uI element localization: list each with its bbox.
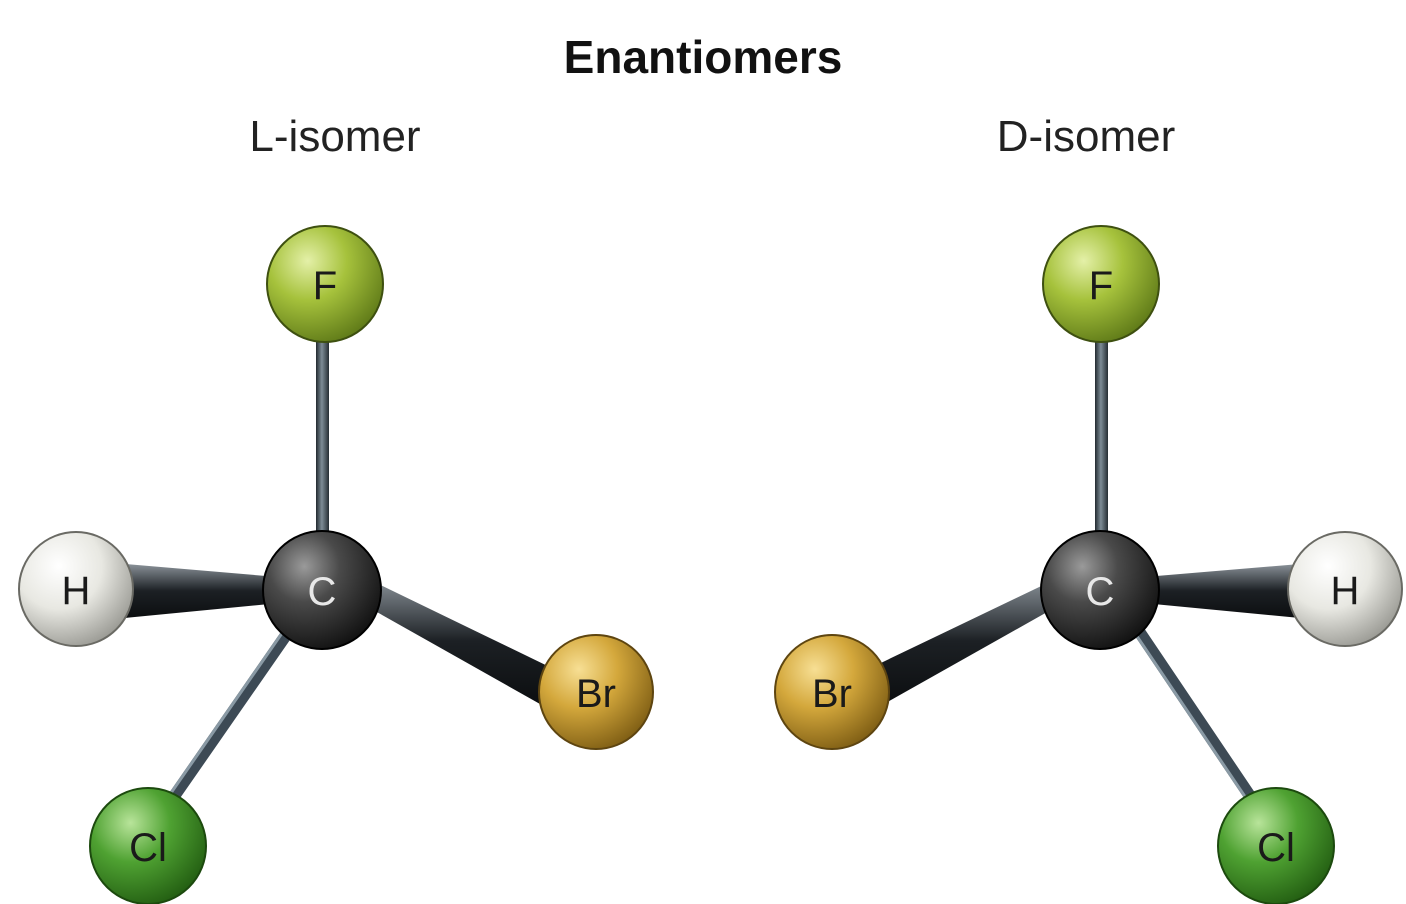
d-bond-c-f xyxy=(1095,330,1108,562)
l-isomer-molecule: F H Br Cl C xyxy=(18,225,654,904)
d-bond-c-cl xyxy=(1122,609,1262,811)
l-atom-hydrogen: H xyxy=(18,531,134,647)
svg-text:Br: Br xyxy=(576,672,616,716)
d-atom-bromine: Br xyxy=(774,634,890,750)
d-isomer-molecule: F H Br Cl C xyxy=(774,225,1403,904)
diagram-title: Enantiomers xyxy=(563,31,843,83)
l-atom-fluorine: F xyxy=(266,225,384,343)
d-isomer-label: D-isomer xyxy=(996,112,1176,161)
svg-text:Cl: Cl xyxy=(129,826,167,870)
svg-text:F: F xyxy=(313,264,337,308)
svg-text:C: C xyxy=(308,570,337,614)
svg-text:C: C xyxy=(1086,570,1115,614)
l-atom-chlorine: Cl xyxy=(89,787,207,904)
d-bond-c-h xyxy=(1132,564,1300,618)
l-bond-c-f xyxy=(316,330,329,562)
l-atom-carbon: C xyxy=(262,530,382,650)
l-isomer-label: L-isomer xyxy=(249,112,421,161)
svg-text:F: F xyxy=(1089,264,1113,308)
d-atom-hydrogen: H xyxy=(1287,531,1403,647)
l-bond-c-br xyxy=(352,578,560,704)
l-bond-c-cl xyxy=(162,609,306,811)
d-bond-c-br xyxy=(862,578,1072,704)
svg-text:Cl: Cl xyxy=(1257,826,1295,870)
svg-text:H: H xyxy=(62,569,91,613)
d-atom-fluorine: F xyxy=(1042,225,1160,343)
l-bond-c-h xyxy=(125,564,290,618)
d-atom-chlorine: Cl xyxy=(1217,787,1335,904)
svg-text:H: H xyxy=(1331,569,1360,613)
l-atom-bromine: Br xyxy=(538,634,654,750)
d-atom-carbon: C xyxy=(1040,530,1160,650)
svg-text:Br: Br xyxy=(812,672,852,716)
